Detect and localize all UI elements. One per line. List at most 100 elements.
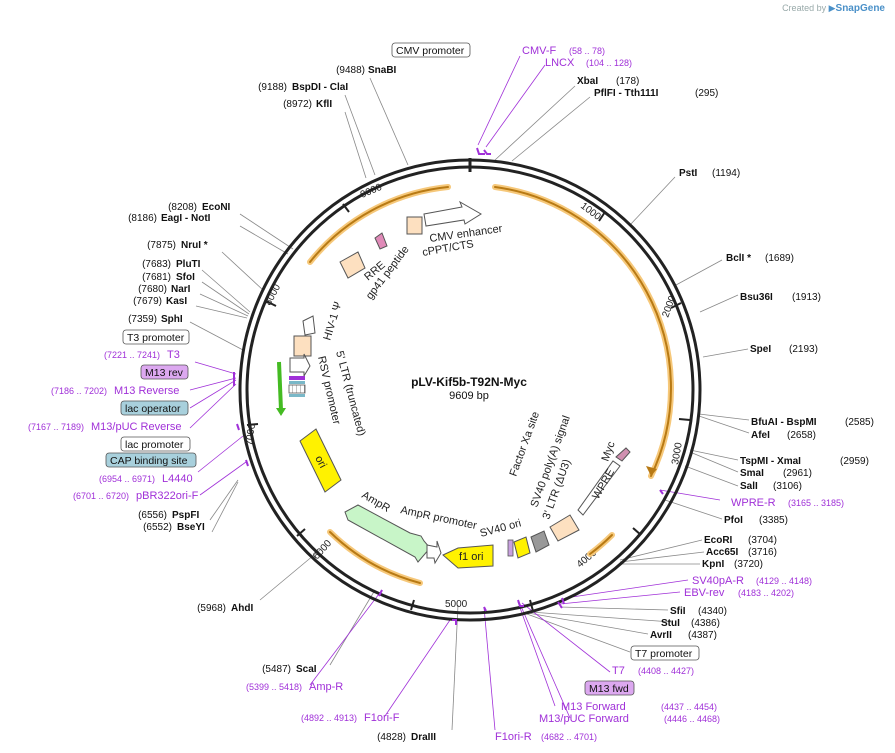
enzyme-econi: EcoNI [202, 202, 231, 213]
tick-label-5000: 5000 [445, 599, 468, 610]
green-arrowhead [276, 408, 286, 416]
tick-marks [246, 203, 691, 612]
enzyme-tth111i-pos: (295) [695, 88, 718, 99]
label-f1-ori: f1 ori [459, 551, 483, 563]
primer-amp-r-range: (5399 .. 5418) [246, 682, 302, 692]
enzyme-pspfi-pos: (6556) [138, 510, 167, 521]
enzyme-ahdi-pos: (5968) [197, 603, 226, 614]
green-bracket [277, 361, 283, 411]
enzyme-nari-pos: (7680) [138, 284, 167, 295]
brand-logo-icon: ▶ [828, 3, 836, 13]
enzyme-kasi-pos: (7679) [133, 296, 162, 307]
box-m13-rev [140, 364, 189, 380]
enzyme-bseyi-pos: (6552) [143, 522, 172, 533]
features [288, 200, 631, 569]
box-t3-promoter [122, 329, 190, 345]
enzyme-draiii-pos: (4828) [377, 732, 406, 743]
label-ori: ori [312, 454, 328, 470]
cppt-cts-block [406, 216, 423, 235]
enzyme-snabi: SnaBI [368, 65, 397, 76]
primer-lncx-range: (104 .. 128) [586, 58, 632, 68]
wpre-block [577, 460, 621, 516]
enzyme-pfoi-pos: (3385) [759, 515, 788, 526]
primer-f1ori-r-range: (4682 .. 4701) [541, 732, 597, 742]
label-factor-xa: Factor Xa site [508, 410, 542, 478]
primer-pbr322-range: (6701 .. 6720) [73, 491, 129, 501]
created-by-text: Created by [782, 3, 827, 13]
enzyme-snabi-pos: (9488) [336, 65, 365, 76]
enzyme-ahdi: AhdI [231, 603, 253, 614]
gp41-peptide-block [374, 232, 388, 250]
enzyme-pfoi: PfoI [724, 515, 743, 526]
primer-lncx: LNCX [545, 57, 575, 69]
lac-promoter-block [288, 384, 306, 394]
enzyme-nrui-pos: (7875) [147, 240, 176, 251]
tick-label-7000: 7000 [244, 422, 258, 446]
primer-sv40pa-r-range: (4129 .. 4148) [756, 576, 812, 586]
enzyme-pspfi: PspFI [172, 510, 199, 521]
bracket-arrowhead [646, 466, 657, 476]
enzyme-noti-pos: (8186) [128, 213, 157, 224]
enzyme-labels-right: XbaI (178) PflFI - Tth111I (295) PstI (1… [577, 76, 874, 641]
sv40-ori-block [513, 536, 531, 559]
label-t7-promoter: T7 promoter [635, 648, 693, 660]
primer-t7: T7 [612, 665, 625, 677]
primer-m13-forward-range: (4437 .. 4454) [661, 702, 717, 712]
m13-rev-block [289, 376, 305, 380]
sv40-pA-marker [507, 539, 514, 557]
rre-block [339, 251, 366, 279]
box-t7-promoter [630, 645, 700, 661]
enzyme-sfoi-pos: (7681) [142, 272, 171, 283]
enzyme-clai-pos: (9188) [258, 82, 287, 93]
primer-cmv-f: CMV-F [522, 45, 557, 57]
enzyme-noti: EagI - NotI [161, 213, 211, 224]
box-cmv-promoter [391, 42, 471, 58]
box-m13-fwd [584, 680, 635, 696]
snapgene-brand: Created by ▶SnapGene [782, 3, 885, 14]
ampr-promoter-arrow [426, 540, 442, 565]
rsv-promoter-arrow [289, 353, 311, 378]
leader-lines [189, 77, 750, 731]
enzyme-sali: SalI [740, 481, 758, 492]
primer-l4440-range: (6954 .. 6971) [99, 474, 155, 484]
lac-operator-block [289, 381, 305, 384]
enzyme-nrui: NruI * [181, 240, 208, 251]
enzyme-sphi-pos: (7359) [128, 314, 157, 325]
label-m13-fwd: M13 fwd [589, 683, 629, 695]
myc-block [615, 447, 631, 462]
enzyme-spei-pos: (2193) [789, 344, 818, 355]
enzyme-labels-left: (9488) SnaBI (9188) BspDI - ClaI (8972) … [128, 65, 436, 743]
enzyme-acc65i: Acc65I [706, 547, 738, 558]
label-cmv-promoter: CMV promoter [396, 45, 465, 57]
5ltr-block [293, 335, 312, 357]
enzyme-spei: SpeI [750, 344, 771, 355]
primer-m13puc-f-range: (4446 .. 4468) [664, 714, 720, 724]
label-wpre: WPRE [590, 467, 617, 502]
enzyme-tth111i: PflFI - Tth111I [594, 88, 659, 99]
primer-ebv-rev: EBV-rev [684, 587, 725, 599]
enzyme-ecori: EcoRI [704, 535, 733, 546]
boxed-labels: CMV promoter T3 promoter M13 rev lac ope… [105, 42, 700, 696]
enzyme-psti: PstI [679, 168, 698, 179]
primer-markers [233, 147, 664, 625]
label-5ltr: 5' LTR (truncated) [333, 350, 367, 438]
box-lac-operator [120, 400, 189, 416]
enzyme-sfii: SfiI [670, 606, 686, 617]
3ltr-block [549, 514, 580, 542]
primer-f1ori-f: F1ori-F [364, 712, 400, 724]
label-m13-rev: M13 rev [145, 367, 184, 379]
enzyme-acc65i-pos: (3716) [748, 547, 777, 558]
enzyme-econi-pos: (8208) [168, 202, 197, 213]
primer-m13puc-f: M13/pUC Forward [539, 713, 629, 725]
primer-amp-r: Amp-R [309, 681, 343, 693]
box-lac-promoter [120, 436, 191, 452]
enzyme-scai-pos: (5487) [262, 664, 291, 675]
tick-label-9000: 9000 [359, 182, 384, 201]
enzyme-avrii: AvrII [650, 630, 672, 641]
enzyme-afei: AfeI [751, 430, 770, 441]
enzyme-xbai-pos: (178) [616, 76, 639, 87]
plasmid-length: 9609 bp [449, 390, 489, 402]
ori-arrow [299, 428, 342, 493]
primer-ebv-rev-range: (4183 .. 4202) [738, 588, 794, 598]
